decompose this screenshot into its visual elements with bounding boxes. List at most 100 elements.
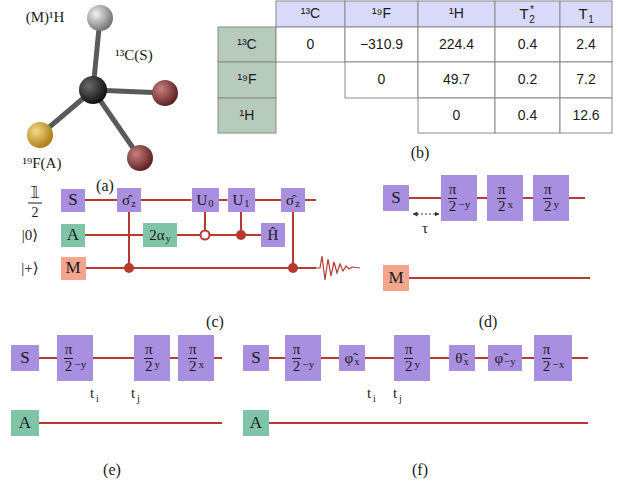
table-cell: 0 (378, 72, 386, 87)
table-cell (418, 98, 495, 133)
symbol: σ̂ (286, 192, 294, 209)
atom-label: ¹³C(S) (115, 47, 152, 64)
subscript: z (295, 198, 300, 210)
symbol: S (391, 189, 400, 208)
control-line (204, 211, 206, 231)
table-cell: 2.4 (576, 37, 595, 52)
state-label: |+⟩ (21, 260, 38, 277)
panel-label: (b) (411, 144, 430, 162)
spin-wire (213, 357, 222, 359)
symbol: φ̃ (345, 350, 354, 367)
table-header: ¹³C (301, 6, 320, 21)
subscript: j (137, 393, 140, 404)
panel-label: (c) (206, 313, 224, 331)
table-cell: −310.9 (360, 37, 403, 52)
subscript: −y (302, 358, 314, 370)
table-header-cell (560, 1, 612, 27)
delay-arrow (413, 214, 439, 215)
numerator: π (144, 342, 154, 358)
time-label: t (131, 385, 135, 402)
denominator: 2 (292, 358, 302, 375)
table-cell (418, 62, 495, 98)
spin-box: S (11, 345, 39, 371)
quantum-wire (365, 357, 394, 359)
bond (93, 18, 100, 90)
bond (40, 90, 93, 135)
table-cell: 49.7 (443, 72, 470, 87)
pulse-box: φ̃x (339, 345, 365, 371)
quantum-wire (409, 197, 441, 199)
subscript: 1 (244, 198, 249, 210)
table-cell (495, 62, 560, 98)
table-cell (345, 27, 418, 62)
control-line (128, 211, 130, 268)
subscript: −y (74, 358, 86, 370)
subscript: i (373, 393, 376, 404)
table-cell (345, 62, 418, 98)
subscript: j (399, 393, 402, 404)
panel-label: (a) (96, 177, 114, 195)
circuit-wiring (28, 200, 360, 280)
coupling-table (218, 1, 612, 133)
symbol: A (67, 226, 79, 245)
quantum-wire (269, 357, 285, 359)
atom-label: (M)¹H (26, 9, 65, 26)
denominator: 2 (64, 358, 74, 375)
symbol: θ̃ (455, 350, 462, 367)
table-cell: 0.4 (518, 37, 537, 52)
denominator: 2 (448, 198, 458, 215)
symbol: U (232, 192, 243, 209)
symbol: S (251, 349, 260, 368)
table-cell (418, 27, 495, 62)
table-cell (495, 27, 560, 62)
quantum-wire (93, 357, 134, 359)
symbol: S (68, 191, 77, 210)
table-row-header: ¹³C (237, 37, 256, 52)
superscript: * (530, 4, 534, 15)
subscript: −y (458, 198, 470, 210)
table-cell (560, 27, 612, 62)
pulse-box: π2−x (534, 335, 572, 381)
gate-box: σ̂z (281, 188, 305, 212)
control-line (292, 211, 294, 268)
spin-box: S (61, 189, 85, 212)
spin-wire (569, 197, 585, 199)
symbol: M (65, 259, 80, 278)
quantum-wire (430, 357, 449, 359)
quantum-wire (477, 197, 487, 199)
state-label: 𝟙 (30, 185, 40, 202)
atom-label: ¹⁹F(A) (23, 155, 62, 172)
subscript: x (354, 356, 359, 368)
denominator: 2 (404, 358, 414, 375)
open-control-dot (201, 231, 210, 240)
table-cell: 12.6 (572, 108, 599, 123)
table-cell: 0 (307, 37, 315, 52)
pulse-box: π2y (533, 175, 569, 221)
quantum-wire (304, 199, 316, 201)
control-line (240, 211, 242, 235)
numerator: π (64, 342, 74, 358)
panel-label: (e) (103, 461, 121, 479)
table-row-header: ¹⁹F (237, 72, 256, 87)
table-row-header (218, 98, 276, 133)
spin-box: M (61, 257, 86, 280)
subscript: 0 (208, 198, 213, 210)
molecule (27, 5, 178, 171)
time-label: t (367, 385, 371, 402)
spin-wire (269, 422, 588, 424)
fraction: π2 (404, 342, 414, 375)
time-label: t (393, 385, 397, 402)
table-cell (495, 98, 560, 133)
quantum-wire (170, 357, 178, 359)
spin-wire (571, 357, 588, 359)
pulse-box: π2y (134, 335, 170, 381)
symbol: A (250, 414, 262, 433)
fraction: π2 (448, 182, 458, 215)
table-header: ¹H (449, 6, 464, 21)
fraction: π2 (292, 342, 302, 375)
spin-box: A (61, 224, 85, 247)
fraction: π2 (542, 342, 552, 375)
pulse-box: φ̃−y (488, 345, 522, 371)
denominator: 2 (144, 358, 154, 375)
